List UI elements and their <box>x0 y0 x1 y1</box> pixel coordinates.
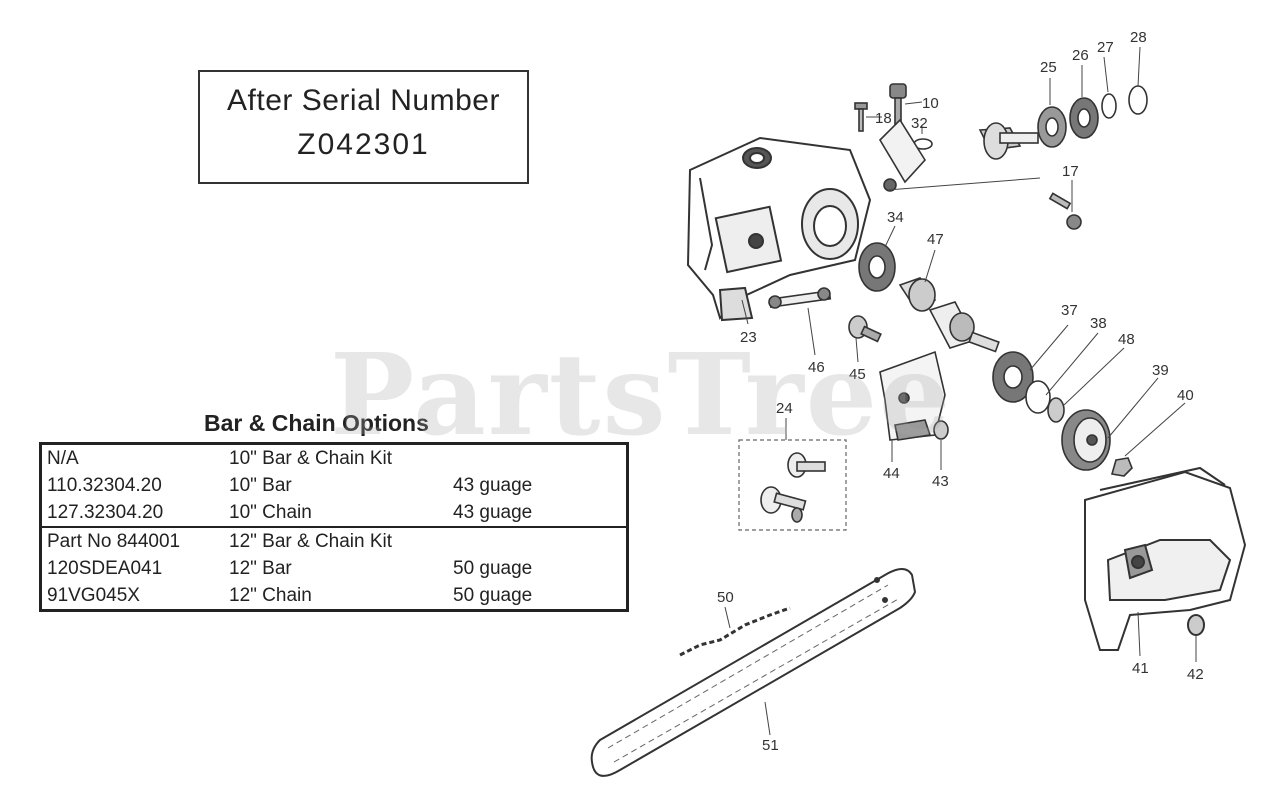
sprocket-cover <box>1084 466 1247 651</box>
callout-44: 44 <box>883 465 900 482</box>
callout-43: 43 <box>932 473 949 490</box>
serial-number: Z042301 <box>297 128 430 161</box>
description-cell: 10" Bar & Chain Kit <box>229 448 393 469</box>
table-row: 120SDEA041 12" Bar 50 guage <box>42 555 626 582</box>
gear-housing <box>686 136 872 322</box>
screw-17 <box>1048 192 1082 230</box>
callout-38: 38 <box>1090 315 1107 332</box>
callout-23: 23 <box>740 329 757 346</box>
part-number-cell: 91VG045X <box>47 585 140 606</box>
callout-24: 24 <box>776 400 793 417</box>
gauge-cell: 50 guage <box>453 585 533 606</box>
callout-47: 47 <box>927 231 944 248</box>
callout-34: 34 <box>887 209 904 226</box>
shaft-bearing-assembly <box>978 85 1148 160</box>
callout-28: 28 <box>1130 29 1147 46</box>
table-row: 91VG045X 12" Chain 50 guage <box>42 582 626 609</box>
part-number-cell: Part No 844001 <box>47 531 181 552</box>
table-row: N/A 10" Bar & Chain Kit <box>42 445 626 472</box>
description-cell: 10" Bar <box>229 475 292 496</box>
table-row: 127.32304.20 10" Chain 43 guage <box>42 499 626 526</box>
callout-42: 42 <box>1187 666 1204 683</box>
callout-40: 40 <box>1177 387 1194 404</box>
part-number-cell: 120SDEA041 <box>47 558 163 579</box>
callout-10: 10 <box>922 95 939 112</box>
clutch-drum-assembly <box>992 351 1133 477</box>
table-row: 110.32304.20 10" Bar 43 guage <box>42 472 626 499</box>
callout-39: 39 <box>1152 362 1169 379</box>
callout-18: 18 <box>875 110 892 127</box>
callout-48: 48 <box>1118 331 1135 348</box>
callout-45: 45 <box>849 366 866 383</box>
bearing-and-gear <box>858 242 1000 353</box>
callout-46: 46 <box>808 359 825 376</box>
callout-27: 27 <box>1097 39 1114 56</box>
callout-51: 51 <box>762 737 779 754</box>
callout-26: 26 <box>1072 47 1089 64</box>
table-row: Part No 844001 12" Bar & Chain Kit <box>42 528 626 555</box>
description-cell: 12" Chain <box>229 585 312 606</box>
callout-labels: 10 18 32 25 26 27 28 17 34 47 23 46 45 3… <box>717 29 1204 754</box>
bar-chain-options-table: N/A 10" Bar & Chain Kit 110.32304.20 10"… <box>39 442 629 612</box>
options-table-title: Bar & Chain Options <box>204 410 429 436</box>
callout-17: 17 <box>1062 163 1079 180</box>
gauge-cell: 43 guage <box>453 502 533 523</box>
callout-41: 41 <box>1132 660 1149 677</box>
bolt-and-spacer <box>768 287 882 343</box>
callout-50: 50 <box>717 589 734 606</box>
option-group-12-inch: Part No 844001 12" Bar & Chain Kit 120SD… <box>42 528 626 609</box>
part-number-cell: 127.32304.20 <box>47 502 164 523</box>
guide-plate <box>879 350 949 441</box>
parts-group-24 <box>738 439 847 531</box>
callout-37: 37 <box>1061 302 1078 319</box>
leader-lines <box>724 46 1197 736</box>
serial-notice-line1: After Serial Number <box>227 84 500 117</box>
part-number-cell: N/A <box>47 448 79 469</box>
guide-bar-and-chain <box>590 568 917 777</box>
description-cell: 10" Chain <box>229 502 312 523</box>
description-cell: 12" Bar & Chain Kit <box>229 531 393 552</box>
gauge-cell: 50 guage <box>453 558 533 579</box>
serial-number-notice: After Serial Number Z042301 <box>198 70 529 184</box>
callout-32: 32 <box>911 115 928 132</box>
description-cell: 12" Bar <box>229 558 292 579</box>
part-number-cell: 110.32304.20 <box>47 475 162 496</box>
callout-25: 25 <box>1040 59 1057 76</box>
option-group-10-inch: N/A 10" Bar & Chain Kit 110.32304.20 10"… <box>42 445 626 528</box>
gauge-cell: 43 guage <box>453 475 533 496</box>
bolt-assembly <box>854 83 933 192</box>
